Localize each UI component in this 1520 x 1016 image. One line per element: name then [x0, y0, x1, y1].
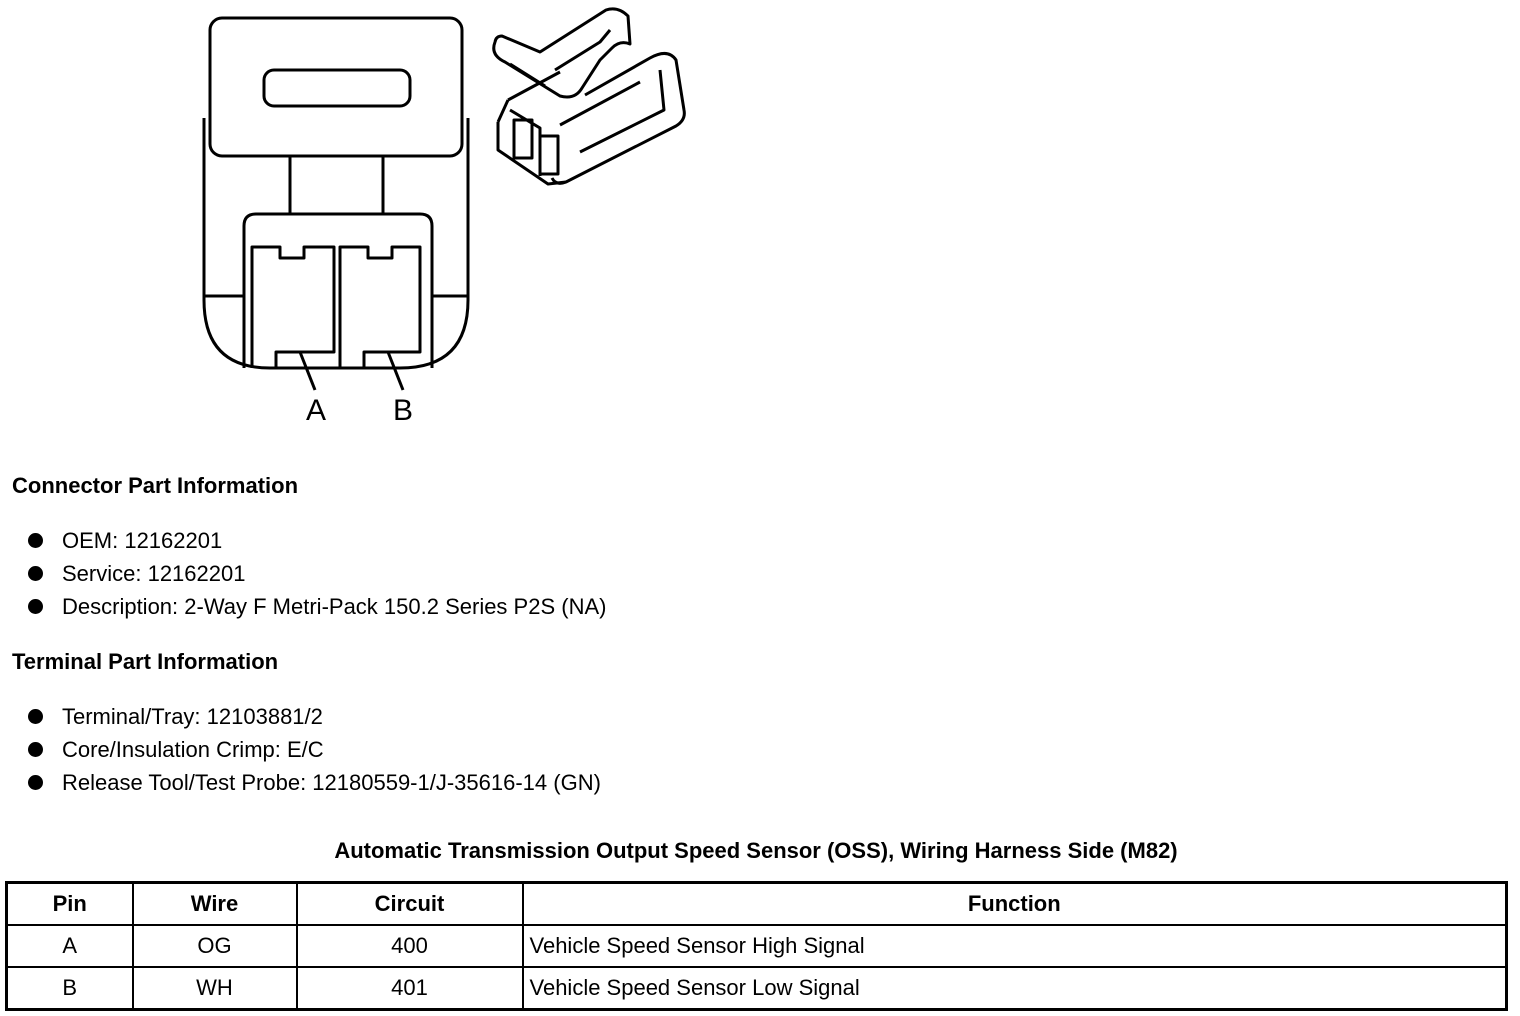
- connector-iso-view: [492, 7, 686, 186]
- bullet-icon: [28, 566, 43, 581]
- bullet-icon: [28, 533, 43, 548]
- cell-wire: WH: [131, 966, 298, 1011]
- terminal-info-heading: Terminal Part Information: [12, 649, 279, 674]
- cavity-b: [338, 245, 422, 368]
- pin-label-b: B: [393, 394, 413, 427]
- header-wire: Wire: [131, 881, 298, 926]
- connector-latch-slot: [262, 68, 412, 108]
- pin-label-a: A: [306, 394, 326, 427]
- cavity-a: [250, 245, 336, 368]
- header-pin: Pin: [5, 881, 134, 926]
- terminal-info-list: Terminal/Tray: 12103881/2 Core/Insulatio…: [28, 700, 601, 799]
- table-title: Automatic Transmission Output Speed Sens…: [334, 838, 1178, 863]
- list-item: Core/Insulation Crimp: E/C: [28, 733, 601, 766]
- list-item: Release Tool/Test Probe: 12180559-1/J-35…: [28, 766, 601, 799]
- header-function: Function: [521, 881, 1508, 926]
- bullet-icon: [28, 775, 43, 790]
- pinout-table: Pin Wire Circuit Function A OG 400 Vehic…: [5, 881, 1508, 1011]
- cell-function: Vehicle Speed Sensor Low Signal: [521, 966, 1508, 1011]
- header-circuit: Circuit: [295, 881, 524, 926]
- cell-pin: A: [5, 924, 134, 968]
- bullet-icon: [28, 599, 43, 614]
- cell-pin: B: [5, 966, 134, 1011]
- table-row: A OG 400 Vehicle Speed Sensor High Signa…: [5, 924, 1508, 968]
- connector-body-outline: [202, 118, 470, 370]
- table-row: B WH 401 Vehicle Speed Sensor Low Signal: [5, 966, 1508, 1011]
- cell-circuit: 400: [295, 924, 524, 968]
- terminal-housing: [242, 212, 434, 368]
- connector-info-heading: Connector Part Information: [12, 473, 299, 498]
- table-header-row: Pin Wire Circuit Function: [5, 881, 1508, 926]
- bullet-icon: [28, 709, 43, 724]
- connector-info-list: OEM: 12162201 Service: 12162201 Descript…: [28, 524, 606, 623]
- bullet-icon: [28, 742, 43, 757]
- list-item: OEM: 12162201: [28, 524, 606, 557]
- list-item: Description: 2-Way F Metri-Pack 150.2 Se…: [28, 590, 606, 623]
- connector-latch: [208, 16, 464, 158]
- cell-wire: OG: [131, 924, 298, 968]
- cell-circuit: 401: [295, 966, 524, 1011]
- list-item: Service: 12162201: [28, 557, 606, 590]
- list-item: Terminal/Tray: 12103881/2: [28, 700, 601, 733]
- connector-diagram: A B: [202, 7, 686, 427]
- cell-function: Vehicle Speed Sensor High Signal: [521, 924, 1508, 968]
